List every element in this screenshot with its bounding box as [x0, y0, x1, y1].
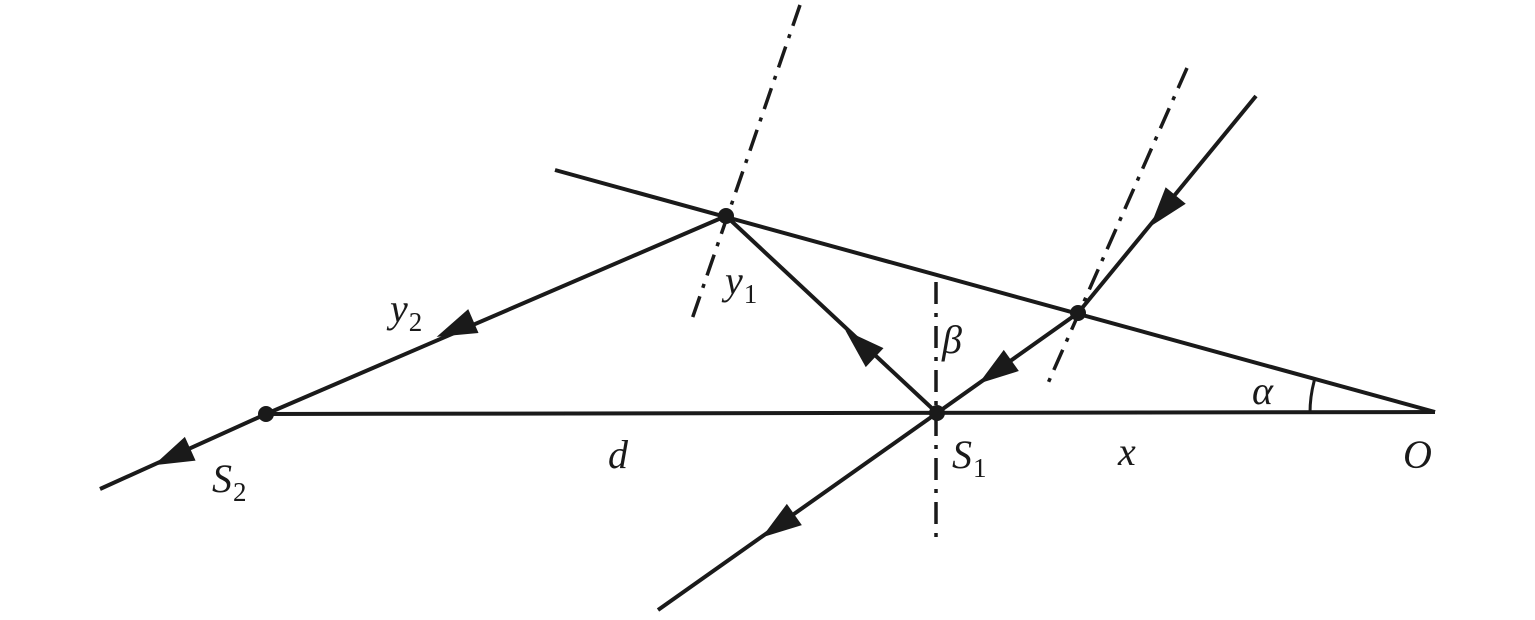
point-y1 — [718, 208, 734, 224]
upper-surface-line — [554, 168, 1436, 414]
normal-line-top-left — [688, 4, 802, 326]
arrow-s1-exit — [761, 503, 802, 538]
arrow-incident — [1150, 187, 1186, 227]
label-o: O — [1403, 432, 1432, 477]
ray-exit-s1 — [656, 411, 939, 612]
angle-arc-alpha — [1308, 377, 1317, 414]
label-s1: S1 — [952, 432, 987, 483]
ray-y2 — [265, 214, 727, 416]
point-s1 — [929, 405, 945, 421]
label-alpha: α — [1252, 368, 1274, 413]
baseline — [265, 410, 1436, 416]
arrow-s2 — [153, 436, 196, 466]
arrow-reflected — [845, 330, 884, 368]
arrow-y2 — [436, 309, 479, 337]
label-y1: y1 — [721, 258, 757, 309]
label-d: d — [608, 432, 629, 477]
label-y2: y2 — [386, 286, 422, 337]
reflected-ray-up — [724, 214, 939, 415]
point-top-right — [1070, 305, 1086, 321]
point-s2 — [258, 406, 274, 422]
label-s2: S2 — [212, 456, 247, 507]
normal-line-top-right — [1043, 67, 1189, 391]
label-x: x — [1117, 429, 1136, 474]
arrow-refracted — [978, 349, 1019, 384]
label-beta: β — [941, 317, 962, 362]
